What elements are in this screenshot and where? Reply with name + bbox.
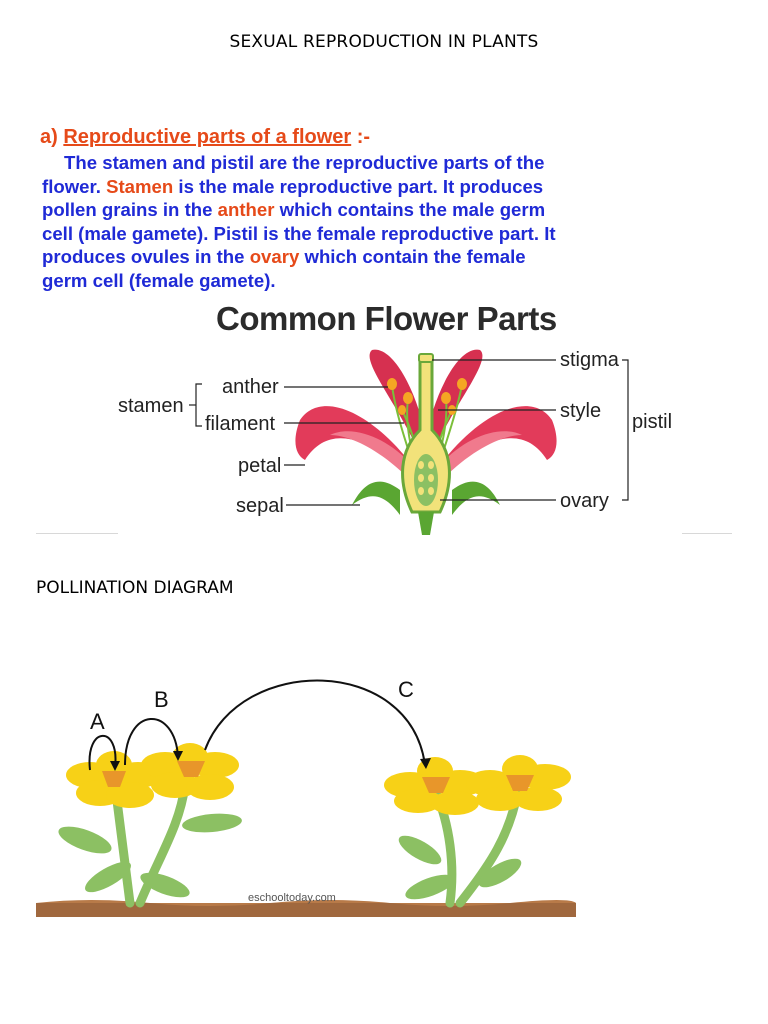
para-line: cell (male gamete). Pistil is the female… [42,222,642,246]
label-pistil: pistil [632,411,672,433]
left-plant-leaves [58,813,242,898]
label-ovary: ovary [560,490,609,512]
section-prefix: a) [40,126,64,148]
flower-d [466,755,571,811]
flower-b [141,743,239,800]
sepal-left [352,481,400,515]
pollination-arrows [88,679,426,771]
highlight-ovary: ovary [249,246,300,268]
stigma-shape [418,353,434,363]
para-text: produces ovules in the [42,246,250,268]
para-text: germ cell (female gamete). [42,269,276,291]
petal-left-inner [330,431,412,478]
section-heading-title: Reproductive parts of a flower [63,126,352,148]
sepal-right [452,481,500,515]
ovary-shape [414,454,438,506]
para-line: flower. Stamen is the male reproductive … [42,175,642,199]
ovules [418,461,434,495]
para-text: is the male reproductive part. It produc… [173,175,544,197]
label-stigma: stigma [560,349,620,371]
highlight-stamen: Stamen [106,175,174,197]
arrow-heads [110,751,431,771]
para-text: flower. [42,175,107,197]
petal-right [440,406,557,480]
para-line: germ cell (female gamete). [42,269,642,293]
page-title: SEXUAL REPRODUCTION IN PLANTS [229,32,539,52]
flower-parts-diagram: stamen anther filament petal sepal stigm… [118,349,672,535]
label-filament: filament [205,413,275,435]
label-a: A [90,709,105,734]
flower-c [384,757,486,815]
label-stamen: stamen [118,395,184,417]
ground [36,903,576,917]
leader-lines [189,359,629,506]
label-anther: anther [222,376,279,398]
highlight-anther: anther [217,199,275,221]
para-line: pollen grains in the anther which contai… [42,198,642,222]
section-heading: a) Reproductive parts of a flower :- [40,126,370,149]
label-c: C [398,677,414,702]
para-text: which contain the female [299,246,526,268]
flower-diagram-title: Common Flower Parts [216,300,557,337]
pollination-heading: POLLINATION DIAGRAM [36,578,234,598]
para-text: pollen grains in the [42,199,218,221]
para-line: produces ovules in the ovary which conta… [42,245,642,269]
label-petal: petal [238,455,281,477]
para-text: cell (male gamete). Pistil is the female… [42,222,556,244]
divider-right [682,533,732,534]
section-suffix: :- [351,126,371,148]
divider-left [36,533,118,534]
reproductive-parts-paragraph: The stamen and pistil are the reproducti… [42,151,642,293]
label-b: B [154,687,169,712]
label-style: style [560,400,601,422]
para-text: which contains the male germ [274,199,546,221]
right-plant-leaves [398,835,522,900]
stem [418,512,434,535]
watermark: eschooltoday.com [248,892,336,904]
pollination-diagram: A B C eschooltoday.com [36,677,576,917]
pistil-shape [401,356,451,514]
petal-right-inner [440,431,522,478]
petal-left [295,406,412,480]
flower-a [66,751,162,808]
para-line-text: The stamen and pistil are the reproducti… [64,152,545,173]
para-line: The stamen and pistil are the reproducti… [42,151,642,175]
label-sepal: sepal [236,495,284,517]
petal-back-right [426,349,483,450]
petal-back-left [369,349,426,450]
